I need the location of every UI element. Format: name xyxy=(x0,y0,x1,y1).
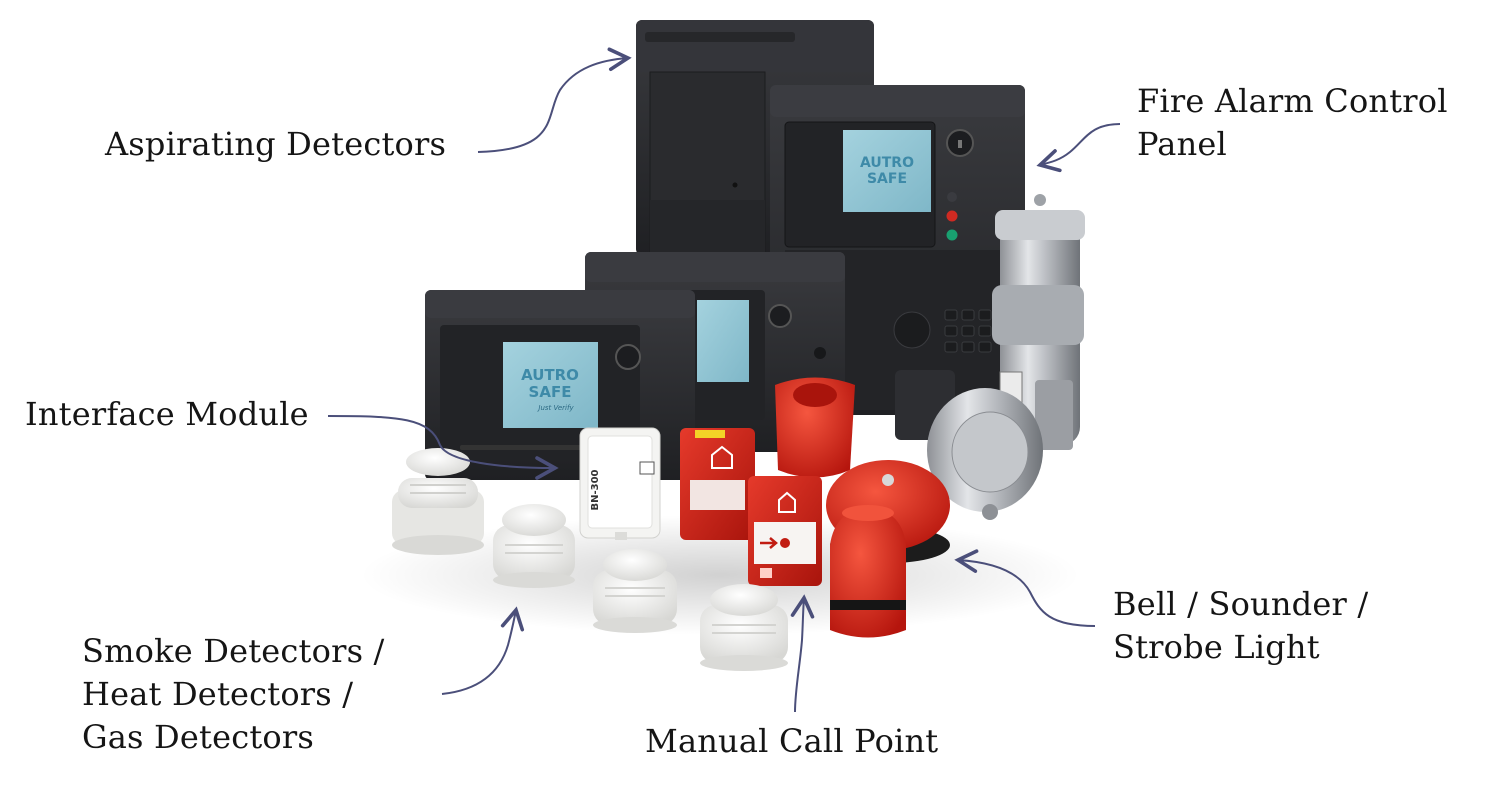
interface-arrow xyxy=(327,415,559,480)
fire-panel-arrow xyxy=(1036,123,1121,173)
module-code-label: BN-300 xyxy=(590,469,601,510)
heat-detector xyxy=(593,549,677,633)
panel-brand-top: AUTRO xyxy=(860,155,914,171)
power-led-icon xyxy=(946,229,958,241)
front-brand-bottom: SAFE xyxy=(529,383,572,401)
label-aspirating-text: Aspirating Detectors xyxy=(105,125,447,163)
manual-call-point-back xyxy=(680,428,755,540)
fault-led-icon xyxy=(946,210,958,222)
aspirating-arrow xyxy=(477,47,632,153)
label-fire-alarm-control-panel: Fire Alarm Control Panel xyxy=(1137,80,1448,166)
label-bell-sounder-strobe: Bell / Sounder / Strobe Light xyxy=(1113,583,1368,669)
gas-detector-white xyxy=(700,584,788,671)
label-aspirating-detectors: Aspirating Detectors xyxy=(105,123,446,166)
label-detectors: Smoke Detectors / Heat Detectors / Gas D… xyxy=(82,630,385,759)
label-bell-line2: Strobe Light xyxy=(1113,628,1320,666)
call-point-arrow xyxy=(790,594,815,713)
label-detectors-line2: Heat Detectors / xyxy=(82,675,354,713)
smoke-detector xyxy=(493,504,575,588)
label-call-point-text: Manual Call Point xyxy=(645,722,939,760)
label-detectors-line3: Gas Detectors xyxy=(82,718,314,756)
bell-arrow xyxy=(954,549,1096,627)
label-detectors-line1: Smoke Detectors / xyxy=(82,632,385,670)
label-fire-panel-line1: Fire Alarm Control xyxy=(1137,82,1448,120)
detectors-arrow xyxy=(441,606,525,695)
manual-call-point xyxy=(748,476,822,586)
flame-detector-steel xyxy=(895,370,1043,520)
front-brand-top: AUTRO xyxy=(521,366,579,384)
strobe-light xyxy=(830,505,906,638)
front-tagline: Just Verify xyxy=(536,404,574,412)
label-manual-call-point: Manual Call Point xyxy=(645,720,938,763)
interface-module: BN-300 xyxy=(579,427,661,540)
label-bell-line1: Bell / Sounder / xyxy=(1113,585,1369,623)
detector-with-led-base xyxy=(392,448,484,555)
panel-brand-bottom: SAFE xyxy=(867,171,907,187)
label-interface-module: Interface Module xyxy=(25,393,309,436)
label-fire-panel-line2: Panel xyxy=(1137,125,1227,163)
gas-detector-steel xyxy=(992,194,1085,450)
red-sounder-tall xyxy=(775,377,855,478)
label-interface-text: Interface Module xyxy=(25,395,309,433)
